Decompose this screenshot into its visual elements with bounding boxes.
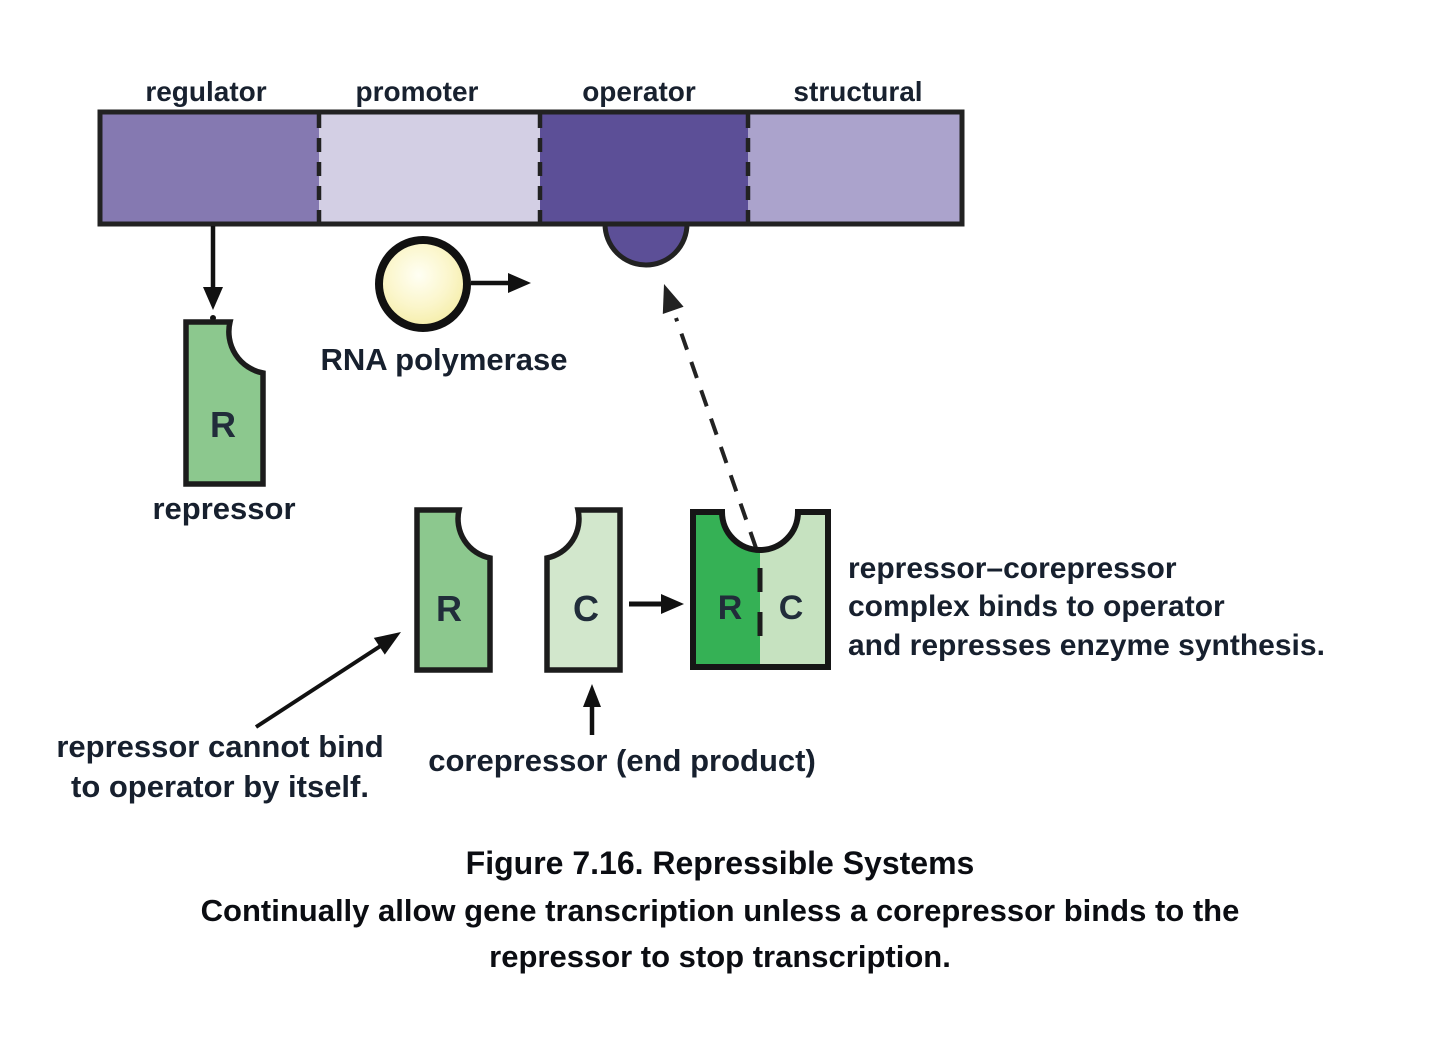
complex-c-letter: C — [779, 589, 804, 627]
segment-structural — [748, 112, 962, 224]
complex-note-line1: repressor–corepressor — [848, 552, 1177, 585]
figure-caption-line2: repressor to stop transcription. — [489, 939, 951, 974]
operator-label: operator — [582, 76, 696, 107]
operator-binding-site-outline — [602, 223, 690, 268]
complex-note-line2: complex binds to operator — [848, 590, 1225, 623]
repressor-letter: R — [210, 404, 236, 445]
complex-to-operator-dashed-arrow — [662, 284, 758, 549]
regulator-to-repressor-arrow — [203, 226, 223, 321]
gene-bar-border — [97, 109, 965, 227]
figure-caption-line1: Continually allow gene transcription unl… — [201, 893, 1240, 928]
left-note-arrow — [254, 643, 384, 729]
left-note: repressor cannot bind to operator by its… — [56, 632, 401, 804]
repressor-caption: repressor — [152, 491, 295, 526]
repressor-shape — [183, 319, 266, 487]
rna-polymerase-label: RNA polymerase — [321, 342, 568, 377]
segment-operator — [540, 112, 748, 224]
corepressor-shape — [544, 507, 623, 673]
free-repressor-shape — [414, 507, 493, 673]
corepressor-caption: corepressor (end product) — [428, 743, 816, 778]
left-note-line1: repressor cannot bind — [56, 729, 383, 764]
free-repressor-letter: R — [436, 588, 462, 629]
rna-polymerase-icon — [375, 236, 471, 332]
repressor-protein: R repressor — [152, 319, 296, 526]
promoter-label: promoter — [356, 76, 479, 107]
gene-bar: regulator promoter operator structural — [97, 76, 965, 268]
figure-caption-title: Figure 7.16. Repressible Systems — [466, 845, 975, 881]
free-repressor: R — [414, 507, 493, 673]
rna-polymerase: RNA polymerase — [321, 236, 568, 377]
complex-c-half — [760, 512, 828, 667]
complex-note: repressor–corepressor complex binds to o… — [848, 552, 1325, 662]
complex-outline — [690, 509, 831, 670]
repressor-corepressor-complex: R C — [690, 509, 831, 670]
left-note-line2: to operator by itself. — [71, 769, 369, 804]
complex-r-letter: R — [718, 589, 743, 627]
figure-caption: Figure 7.16. Repressible Systems Continu… — [201, 845, 1240, 974]
corepressor-arrowhead — [583, 684, 601, 707]
complex-note-line3: and represses enzyme synthesis. — [848, 629, 1325, 662]
corepressor-letter: C — [573, 588, 599, 629]
corepressor: C — [544, 507, 623, 673]
complex-r-half — [693, 512, 760, 667]
left-note-arrowhead — [373, 632, 401, 655]
segment-regulator — [100, 112, 319, 224]
structural-label: structural — [793, 76, 922, 107]
operator-binding-site — [605, 212, 687, 265]
corepressor-note: corepressor (end product) — [428, 684, 816, 778]
transcription-arrowhead — [508, 273, 531, 293]
combine-arrow — [629, 594, 684, 614]
segment-promoter — [319, 112, 540, 224]
regulator-label: regulator — [145, 76, 266, 107]
